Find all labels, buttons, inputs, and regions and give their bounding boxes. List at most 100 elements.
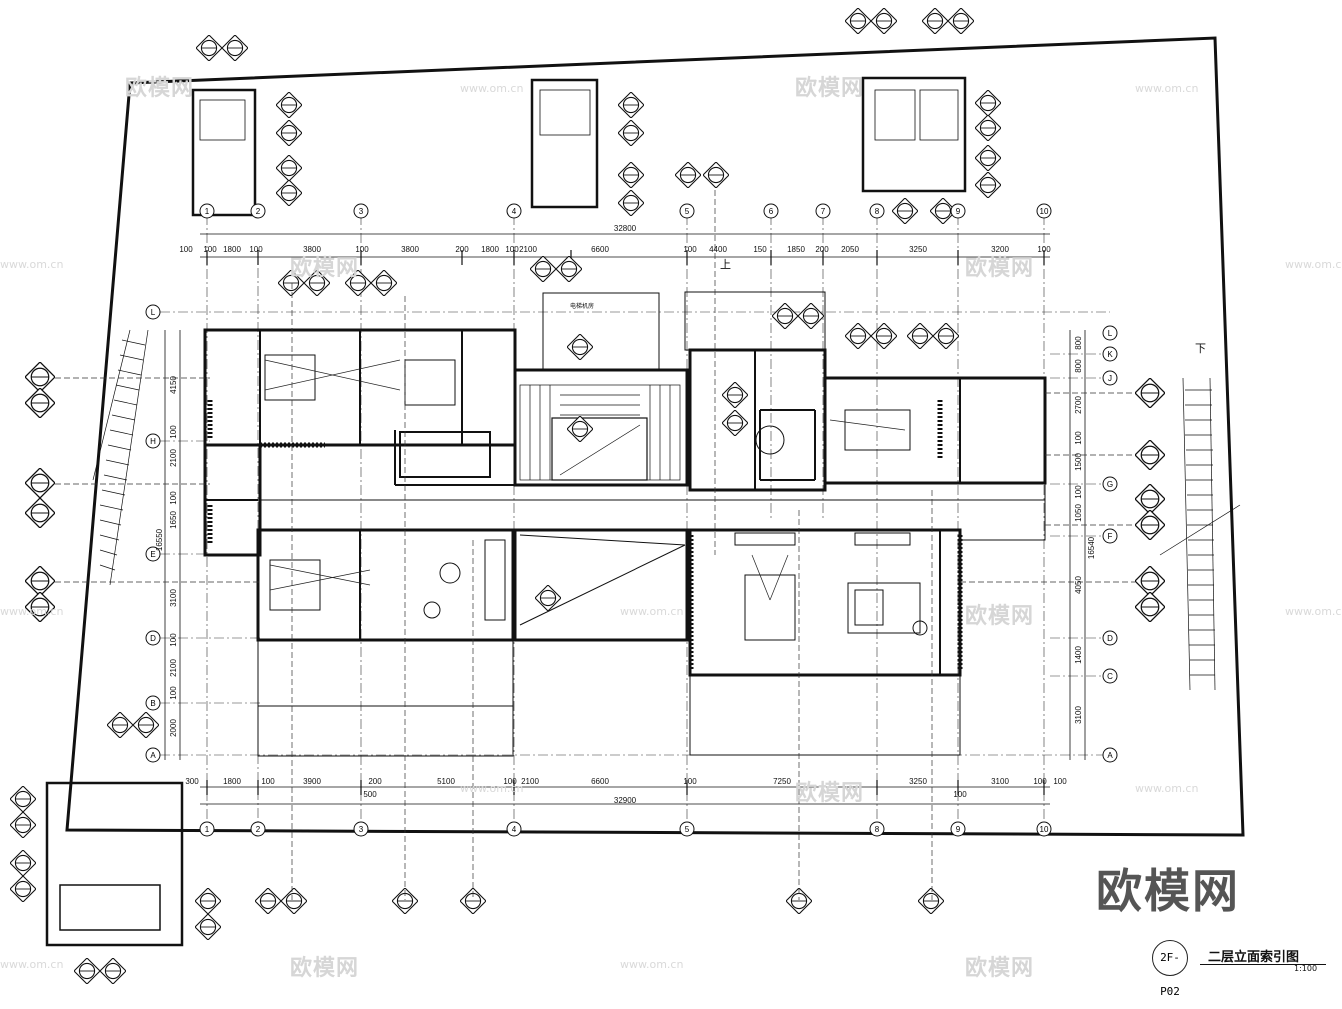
dim-left-value: 2100 [169, 449, 178, 467]
dim-top-value: 4400 [709, 245, 727, 254]
dim-left-value: 100 [169, 633, 178, 647]
grid-x-top-bubble [815, 203, 831, 219]
grid-x-top-label: 8 [875, 207, 880, 216]
grid-x-top-bubble [679, 203, 695, 219]
dim-right-value: 800 [1074, 336, 1083, 350]
dim-top-value: 100 [505, 245, 519, 254]
dim-top-value: 100 [179, 245, 193, 254]
dim-top-value: 100 [355, 245, 369, 254]
dim-right-value: 100 [1074, 431, 1083, 445]
dim-right-value: 100 [1074, 485, 1083, 499]
grid-y-left-label: A [150, 751, 156, 760]
grid-y-right-label: F [1108, 532, 1113, 541]
grid-y-right-label: A [1107, 751, 1113, 760]
stair-up-label: 上 [720, 258, 731, 271]
watermark-url: www.om.cn [620, 958, 684, 971]
grid-y-right-bubble [1102, 325, 1118, 341]
dim-top-value: 3250 [909, 245, 927, 254]
dim-bottom-value: 100 [261, 777, 275, 786]
dim-top-value: 100 [1037, 245, 1051, 254]
dim-bottom-value: 3900 [303, 777, 321, 786]
grid-y-right-bubble [1102, 747, 1118, 763]
grid-x-top-label: 5 [685, 207, 690, 216]
grid-x-bottom-label: 2 [256, 825, 261, 834]
grid-y-left-label: E [150, 550, 155, 559]
dim-bottom-small: 100 [953, 790, 967, 799]
dim-top-value: 2100 [519, 245, 537, 254]
grid-y-left-bubble [145, 630, 161, 646]
watermark-url: www.om.cn [460, 82, 524, 95]
grid-y-right-label: G [1107, 480, 1113, 489]
dim-bottom-total: 32900 [614, 796, 637, 805]
grid-x-bottom-bubble [869, 821, 885, 837]
dim-top-value: 150 [753, 245, 767, 254]
grid-y-right-label: K [1107, 350, 1113, 359]
dim-top-value: 3800 [303, 245, 321, 254]
dim-bottom-value: 100 [1053, 777, 1067, 786]
title-underline [1200, 964, 1326, 965]
grid-y-right-label: L [1108, 329, 1113, 338]
watermark: 欧模网 [795, 76, 865, 101]
dim-top-value: 100 [683, 245, 697, 254]
grid-y-left-bubble [145, 433, 161, 449]
watermark-url: www.om.cn [0, 958, 64, 971]
grid-x-bottom-label: 4 [512, 825, 517, 834]
dim-left-value: 100 [169, 686, 178, 700]
bathroom-modules [45, 76, 967, 947]
dim-bottom-value: 2100 [521, 777, 539, 786]
dim-right-value: 3100 [1074, 706, 1083, 724]
grid-x-bottom-bubble [950, 821, 966, 837]
dim-left-value: 100 [169, 425, 178, 439]
grid-x-bottom-bubble [353, 821, 369, 837]
dim-right-value: 1400 [1074, 646, 1083, 664]
drawing-title: 二层立面索引图 [1208, 950, 1300, 965]
grid-x-top-label: 1 [205, 207, 210, 216]
dim-bottom-value: 100 [503, 777, 517, 786]
grid-y-right-bubble [1102, 668, 1118, 684]
grid-x-bottom-bubble [679, 821, 695, 837]
grid-y-left-label: B [150, 699, 155, 708]
grid-y-right-bubble [1102, 528, 1118, 544]
grid-x-top-bubble [250, 203, 266, 219]
grid-y-right-label: C [1107, 672, 1113, 681]
grid-x-top-label: 4 [512, 207, 517, 216]
grid-y-left-bubble [145, 695, 161, 711]
dim-bottom-value: 300 [185, 777, 199, 786]
dim-top-value: 3200 [991, 245, 1009, 254]
grid-x-bottom-bubble [1036, 821, 1052, 837]
grid-y-left-label: L [151, 308, 156, 317]
grid-x-bottom-label: 9 [956, 825, 961, 834]
dimension-lines [164, 233, 1086, 805]
dim-top-value: 1800 [223, 245, 241, 254]
dim-left-value: 2000 [169, 719, 178, 737]
dim-left-value: 3100 [169, 589, 178, 607]
watermark: 欧模网 [795, 781, 865, 806]
brand-logo: 欧模网 [1096, 864, 1240, 918]
site-boundary [65, 36, 1245, 837]
watermark-url: www.om.cn [1285, 605, 1342, 618]
watermark-url: www.om.cn [1285, 258, 1342, 271]
stair-down-label: 下 [1195, 342, 1206, 355]
grid-x-bottom-label: 3 [359, 825, 364, 834]
dim-right-value: 1050 [1074, 504, 1083, 522]
dim-top-value: 100 [203, 245, 217, 254]
grid-y-left-bubble [145, 304, 161, 320]
grid-x-top-bubble [199, 203, 215, 219]
dim-bottom-value: 6600 [591, 777, 609, 786]
dim-top-value: 1800 [481, 245, 499, 254]
grid-x-top-bubble [506, 203, 522, 219]
dim-left-total: 16550 [155, 528, 164, 551]
dim-bottom-value: 3100 [991, 777, 1009, 786]
grid-x-bottom-label: 5 [685, 825, 690, 834]
furniture [264, 354, 928, 641]
grid-x-top-bubble [869, 203, 885, 219]
grid-y-right-label: J [1108, 374, 1112, 383]
dim-right-total: 16540 [1087, 536, 1096, 559]
grid-x-top-bubble [353, 203, 369, 219]
exterior-stair-left [92, 329, 149, 586]
watermark: 欧模网 [965, 956, 1035, 981]
dim-bottom-small: 500 [363, 790, 377, 799]
grid-y-right-bubble [1102, 476, 1118, 492]
grid-y-right-bubble [1102, 370, 1118, 386]
grid-x-bottom-bubble [250, 821, 266, 837]
